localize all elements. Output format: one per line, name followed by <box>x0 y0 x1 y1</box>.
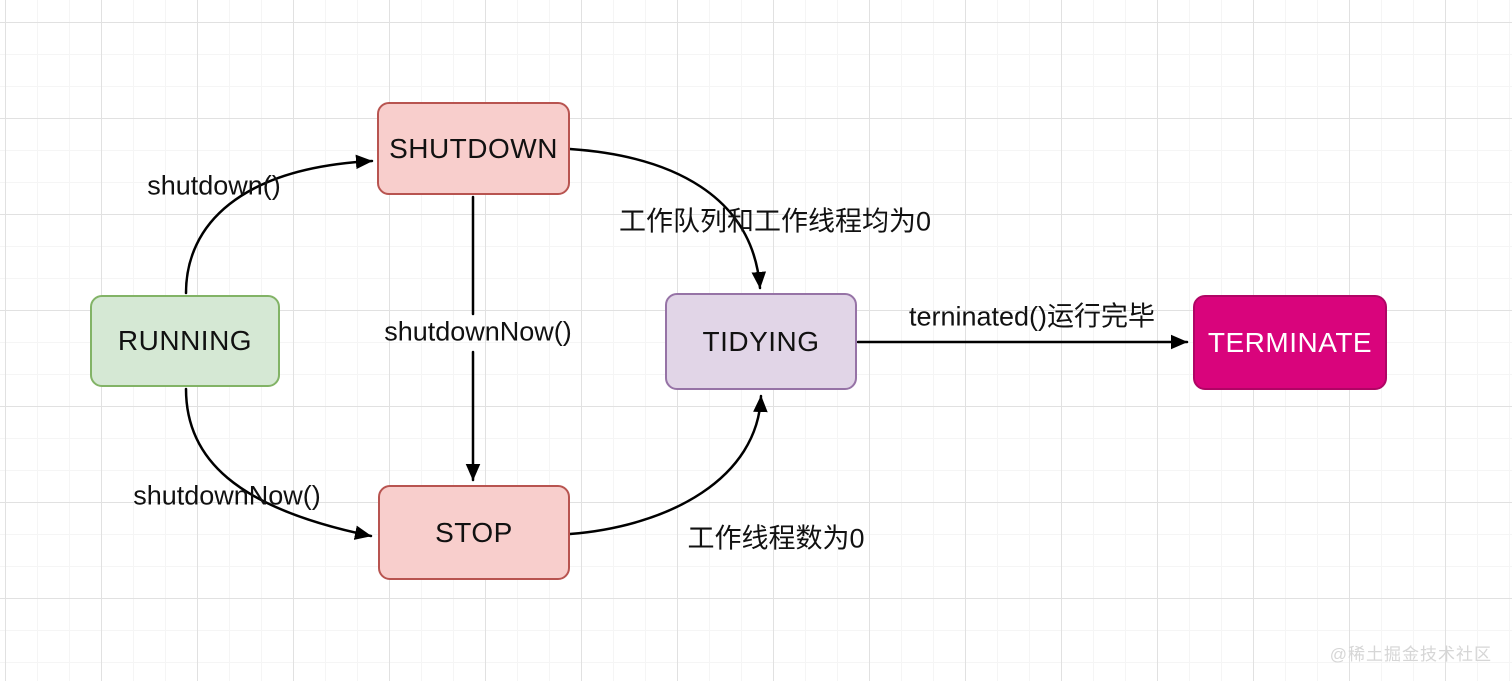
edge-label-stop-to-tidying: 工作线程数为0 <box>687 523 865 554</box>
state-node-tidying: TIDYING <box>665 293 857 390</box>
state-node-label: RUNNING <box>117 325 253 356</box>
watermark: @稀土掘金技术社区 <box>1329 645 1492 664</box>
edge-label-running-to-shutdown: shutdown() <box>147 170 281 201</box>
edge-label-shutdown-to-stop: shutdownNow() <box>384 316 572 347</box>
edge-label-running-to-stop: shutdownNow() <box>133 480 321 511</box>
state-node-shutdown: SHUTDOWN <box>377 102 570 195</box>
edge-label-tidying-to-terminate: terninated()运行完毕 <box>908 301 1156 332</box>
edge-stop-to-tidying <box>568 394 768 536</box>
edge-label-shutdown-to-tidying: 工作队列和工作线程均为0 <box>618 206 932 237</box>
state-node-label: SHUTDOWN <box>389 132 558 164</box>
state-node-label: TERMINATE <box>1207 326 1373 358</box>
state-node-terminate: TERMINATE <box>1193 295 1387 390</box>
edge-running-to-stop <box>184 387 373 540</box>
state-node-running: RUNNING <box>90 295 280 387</box>
state-node-label: TIDYING <box>702 325 820 357</box>
state-node-stop: STOP <box>378 485 570 580</box>
state-node-label: STOP <box>435 516 513 548</box>
